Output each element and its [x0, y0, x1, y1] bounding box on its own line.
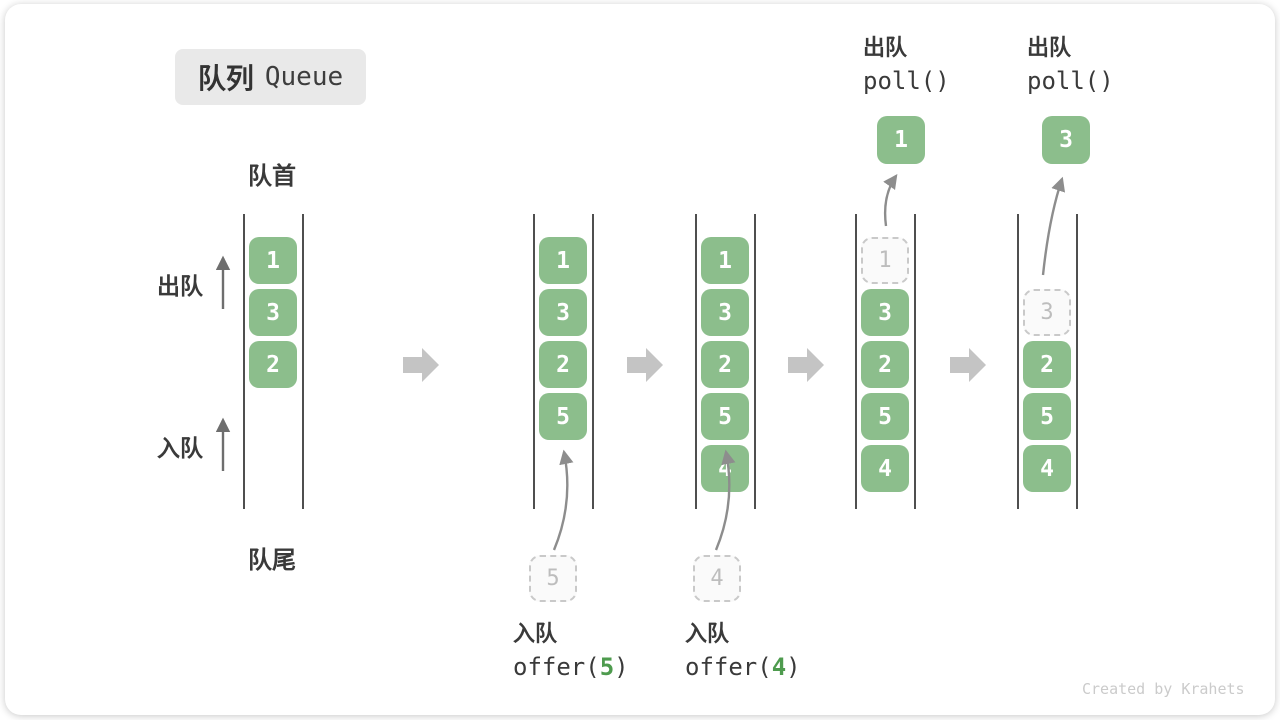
queue-item: 5 — [861, 393, 909, 440]
code-arg: 4 — [771, 653, 787, 681]
queue-wall-line — [1076, 214, 1078, 509]
watermark: Created by Krahets — [1082, 680, 1245, 698]
queue-item: 2 — [249, 341, 297, 388]
queue-item: 5 — [1023, 393, 1071, 440]
queue-item: 3 — [539, 289, 587, 336]
polled-item: 1 — [877, 116, 925, 164]
removed-item-ghost: 1 — [861, 237, 909, 284]
queue-item: 5 — [539, 393, 587, 440]
right-arrow-icon — [403, 348, 439, 382]
queue-wall-line — [302, 214, 304, 509]
incoming-item-ghost: 4 — [693, 555, 741, 602]
poll-caption-code: poll() — [1027, 67, 1114, 95]
queue-state-2: 1 3 2 5 — [533, 214, 594, 509]
queue-state-5: 3 2 5 4 — [1017, 214, 1078, 509]
figure-card: 队列 Queue 队首 队尾 出队 入队 1 3 2 1 3 2 5 1 — [5, 4, 1275, 715]
queue-wall-line — [533, 214, 535, 509]
title-en: Queue — [264, 62, 344, 92]
queue-item: 3 — [249, 289, 297, 336]
queue-item: 2 — [539, 341, 587, 388]
queue-state-1: 1 3 2 — [243, 214, 304, 509]
queue-item: 4 — [1023, 445, 1071, 492]
code-fn: offer( — [513, 653, 600, 681]
queue-item: 1 — [249, 237, 297, 284]
offer-caption-code: offer(5) — [513, 650, 629, 684]
poll-caption-zh: 出队 — [1027, 35, 1072, 60]
queue-item: 2 — [861, 341, 909, 388]
queue-item: 5 — [701, 393, 749, 440]
removed-item-ghost: 3 — [1023, 289, 1071, 336]
incoming-item-ghost: 5 — [529, 555, 577, 602]
code-close: ) — [786, 653, 801, 681]
queue-item: 2 — [701, 341, 749, 388]
offer-caption-1: 入队 offer(5) — [513, 618, 629, 684]
polled-item: 3 — [1042, 116, 1090, 164]
queue-front-label: 队首 — [248, 163, 296, 190]
offer-caption-2: 入队 offer(4) — [685, 618, 801, 684]
queue-item: 4 — [861, 445, 909, 492]
poll-caption-zh: 出队 — [863, 35, 908, 60]
poll-caption-code: poll() — [863, 67, 950, 95]
title-zh: 队列 — [197, 63, 254, 94]
offer-caption-zh: 入队 — [685, 621, 730, 646]
right-arrow-icon — [627, 348, 663, 382]
queue-item: 4 — [701, 445, 749, 492]
title-box: 队列 Queue — [175, 49, 366, 105]
poll-caption-2: 出队 poll() — [1027, 32, 1114, 98]
queue-item: 1 — [539, 237, 587, 284]
enqueue-side-label: 入队 — [157, 435, 203, 461]
arrows-overlay — [215, 174, 1066, 551]
queue-item: 3 — [701, 289, 749, 336]
queue-state-3: 1 3 2 5 4 — [695, 214, 756, 509]
right-arrow-icon — [788, 348, 824, 382]
queue-item: 2 — [1023, 341, 1071, 388]
queue-wall-line — [243, 214, 245, 509]
queue-wall-line — [1017, 214, 1019, 509]
code-close: ) — [614, 653, 629, 681]
queue-wall-line — [914, 214, 916, 509]
poll-caption-1: 出队 poll() — [863, 32, 950, 98]
code-fn: offer( — [685, 653, 772, 681]
queue-wall-line — [592, 214, 594, 509]
queue-wall-line — [754, 214, 756, 509]
offer-caption-zh: 入队 — [513, 621, 558, 646]
code-arg: 5 — [599, 653, 615, 681]
queue-rear-label: 队尾 — [248, 547, 296, 574]
right-arrow-icon — [950, 348, 986, 382]
queue-item: 3 — [861, 289, 909, 336]
dequeue-side-label: 出队 — [157, 273, 203, 299]
offer-caption-code: offer(4) — [685, 650, 801, 684]
queue-wall-line — [695, 214, 697, 509]
queue-item: 1 — [701, 237, 749, 284]
queue-wall-line — [855, 214, 857, 509]
queue-state-4: 1 3 2 5 4 — [855, 214, 916, 509]
